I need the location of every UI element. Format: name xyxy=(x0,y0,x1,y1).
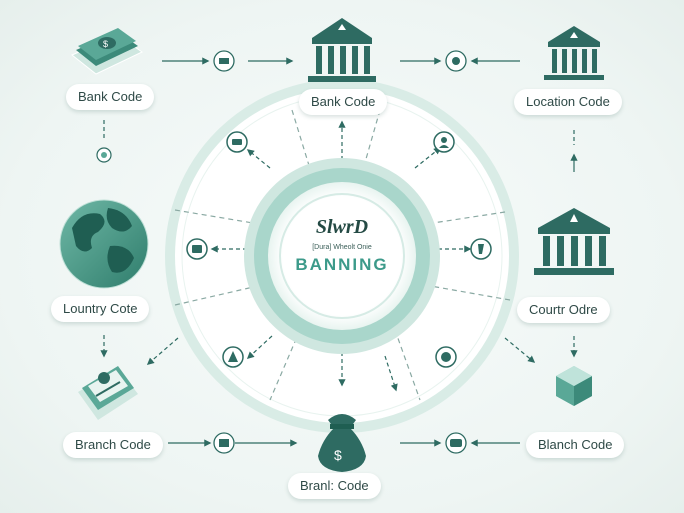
ring-icon-left xyxy=(186,238,208,260)
money-stack-icon: $ xyxy=(71,28,143,75)
money-bag-icon: $ xyxy=(318,414,366,472)
connector-icon-3 xyxy=(96,147,112,163)
hub xyxy=(244,158,440,354)
ring-icon-bottom-left xyxy=(222,346,244,368)
bank-building-mid-right xyxy=(534,208,614,275)
connector-icon-4 xyxy=(213,432,235,454)
node-label-mid-left: Lountry Cote xyxy=(51,296,150,322)
node-label-mid-right: Courtr Odre xyxy=(517,297,610,323)
ring-icon-right xyxy=(470,238,492,260)
outer-arrows xyxy=(162,57,578,447)
node-label-top-left: Bank Code xyxy=(66,84,155,110)
outer-dashed-arrows xyxy=(100,335,578,365)
ring-icon-top-right xyxy=(433,131,455,153)
hub-subtitle: [Dura] Wheolt Onie xyxy=(312,244,372,251)
hub-main-label: BANNING xyxy=(295,255,389,274)
bank-building-top-center xyxy=(308,18,376,82)
svg-text:$: $ xyxy=(334,447,342,463)
check-document-icon xyxy=(78,366,138,420)
connector-icon-2 xyxy=(445,50,467,72)
connector-icon-1 xyxy=(213,50,235,72)
node-label-bottom-center: Branl: Code xyxy=(288,473,381,499)
node-label-top-center: Bank Code xyxy=(299,89,388,115)
inner-arrows xyxy=(210,120,472,392)
globe-icon xyxy=(59,199,149,289)
svg-text:$: $ xyxy=(103,39,108,49)
outer-dashed-lines xyxy=(103,120,575,145)
node-label-bottom-right: Blanch Code xyxy=(526,432,625,458)
node-label-bottom-left: Branch Code xyxy=(63,432,163,458)
ring-icon-bottom-right xyxy=(435,346,457,368)
hub-title: SlwrD xyxy=(315,216,369,238)
ring-icon-top-left xyxy=(226,131,248,153)
crystal-icon xyxy=(556,366,592,406)
connector-icon-5 xyxy=(445,432,467,454)
bank-building-top-right xyxy=(544,26,604,80)
node-label-top-right: Location Code xyxy=(514,89,622,115)
